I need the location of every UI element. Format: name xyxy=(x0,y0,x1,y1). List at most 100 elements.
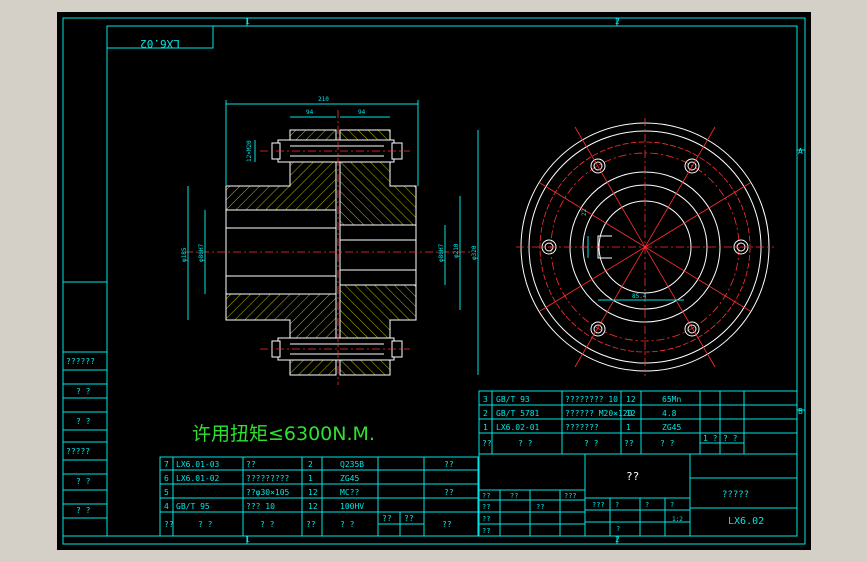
bom-cell-qty: 12 xyxy=(626,395,636,404)
title-label: ? xyxy=(670,501,674,509)
title-block[interactable]: ?? ????? LX6.02 1:2 ?? ?? ?? ?? ?? ?? ??… xyxy=(478,453,798,537)
bom-header-qty: ?? xyxy=(306,520,316,529)
title-label: ?? xyxy=(482,527,490,535)
bom-right-table[interactable]: 3 GB/T 93 ???????? 10 12 65Mn 2 GB/T 5781?????… xyxy=(478,390,798,455)
bom-cell-code: LX6.02-01 xyxy=(496,423,540,432)
dim-right-hub: 94 xyxy=(358,109,366,116)
stamp-text: ? ? xyxy=(76,477,91,486)
drawing-sheet xyxy=(57,12,811,550)
title-label: ?? xyxy=(482,515,490,523)
bom-cell-qty: 12 xyxy=(308,502,318,511)
title-label: ? xyxy=(615,501,619,509)
bom-cell-code: LX6.01-02 xyxy=(176,474,220,483)
bom-cell-note: ?? xyxy=(444,488,454,497)
bom-cell-name: ????????? xyxy=(246,474,290,483)
part-name: ?? xyxy=(626,470,639,483)
border-label: 1 xyxy=(245,17,250,26)
bom-left-table[interactable]: 7 LX6.01-03?? 2 Q235B?? 6 LX6.01-02????????? 1… xyxy=(159,456,479,537)
title-label: ? xyxy=(645,501,649,509)
bom-cell-qty: 12 xyxy=(626,409,636,418)
bom-header-extra: ?? xyxy=(382,514,392,523)
title-label: ?? xyxy=(482,503,490,511)
left-stamp-column: ?????? ? ? ? ? ????? ? ? ? ? xyxy=(62,281,108,537)
outer-frame xyxy=(62,17,806,545)
bom-cell-no: 5 xyxy=(164,488,169,497)
bom-header-note: ?? xyxy=(442,520,452,529)
bom-cell-code: GB/T 5781 xyxy=(496,409,540,418)
title-label: ?? xyxy=(482,492,490,500)
dim-bolt: 12×M20 xyxy=(246,140,253,162)
dim-right-d3: φ320 xyxy=(471,245,478,260)
dim-keyway-depth: 85.4 xyxy=(632,293,647,300)
bom-cell-name: ??????? xyxy=(565,423,599,432)
section-view[interactable]: 210 94 94 12×M20 φ185 φ80H7 φ80H7 φ210 φ… xyxy=(181,96,479,385)
bom-cell-qty: 1 xyxy=(626,423,631,432)
bom-header-material: ? ? xyxy=(340,520,355,529)
border-label: 1 xyxy=(245,535,250,544)
bom-cell-no: 3 xyxy=(483,395,488,404)
torque-note: 许用扭矩≤6300N.M. xyxy=(192,423,375,445)
dim-overall: 210 xyxy=(318,96,329,103)
stamp-text: ? ? xyxy=(76,506,91,515)
bom-cell-material: 100HV xyxy=(340,502,364,511)
bom-cell-qty: 12 xyxy=(308,488,318,497)
bom-cell-material: 65Mn xyxy=(662,395,681,404)
bom-cell-no: 1 xyxy=(483,423,488,432)
bom-cell-no: 2 xyxy=(483,409,488,418)
dim-right-d2: φ210 xyxy=(453,243,460,258)
bom-cell-note: ?? xyxy=(444,460,454,469)
end-view[interactable]: 85.4 22 xyxy=(516,118,774,376)
bom-header-no: ?? xyxy=(164,520,174,529)
bom-header-extra: ? ? xyxy=(723,434,738,443)
bom-cell-no: 7 xyxy=(164,460,169,469)
dim-left-d2: φ80H7 xyxy=(198,244,205,262)
stamp-text: ?????? xyxy=(66,357,95,366)
bom-cell-no: 6 xyxy=(164,474,169,483)
bom-header-name: ? ? xyxy=(260,520,275,529)
scale: 1:2 xyxy=(672,516,683,523)
bom-header-no: ?? xyxy=(482,439,492,448)
bom-cell-name: ???????? 10 xyxy=(565,395,618,404)
dim-right-d1: φ80H7 xyxy=(438,244,445,262)
bom-cell-qty: 2 xyxy=(308,460,313,469)
bom-cell-material: ZG45 xyxy=(662,423,681,432)
bom-cell-material: 4.8 xyxy=(662,409,677,418)
stamp-text: ? ? xyxy=(76,387,91,396)
bom-cell-material: Q235B xyxy=(340,460,364,469)
dim-left-hub: 94 xyxy=(306,109,314,116)
bom-cell-code: GB/T 95 xyxy=(176,502,210,511)
bom-cell-material: MC?? xyxy=(340,488,359,497)
bom-cell-name: ??φ30×105 xyxy=(246,488,290,497)
bom-cell-name: ?? xyxy=(246,460,256,469)
title-label: ?? xyxy=(536,503,544,511)
stamp-text: ????? xyxy=(66,447,90,456)
bom-header-code: ? ? xyxy=(198,520,213,529)
bom-cell-name: ??? 10 xyxy=(246,502,275,511)
border-label: 2 xyxy=(615,17,620,26)
bom-cell-qty: 1 xyxy=(308,474,313,483)
bom-cell-material: ZG45 xyxy=(340,474,359,483)
bom-header-code: ? ? xyxy=(518,439,533,448)
bom-cell-no: 4 xyxy=(164,502,169,511)
dim-left-d1: φ185 xyxy=(181,247,188,262)
bom-cell-code: GB/T 93 xyxy=(496,395,530,404)
right-bore xyxy=(339,224,417,286)
drawing-number: LX6.02 xyxy=(728,516,764,527)
bom-header-qty: ?? xyxy=(624,439,634,448)
title-label: ??? xyxy=(564,492,577,500)
rotated-number-box xyxy=(106,25,214,49)
company-name: ????? xyxy=(722,490,749,500)
border-label: A xyxy=(798,147,803,156)
stamp-text: ? ? xyxy=(76,417,91,426)
bom-cell-name: ?????? M20×120 xyxy=(565,409,633,418)
title-label: ?? xyxy=(510,492,518,500)
rotated-drawing-number: LX6.02 xyxy=(140,37,180,50)
border-label: 2 xyxy=(615,535,620,544)
title-label: ? xyxy=(616,525,620,533)
border-label: B xyxy=(798,407,803,416)
dim-keyway-width: 22 xyxy=(581,208,588,216)
bom-cell-code: LX6.01-03 xyxy=(176,460,220,469)
bom-header-material: ? ? xyxy=(660,439,675,448)
